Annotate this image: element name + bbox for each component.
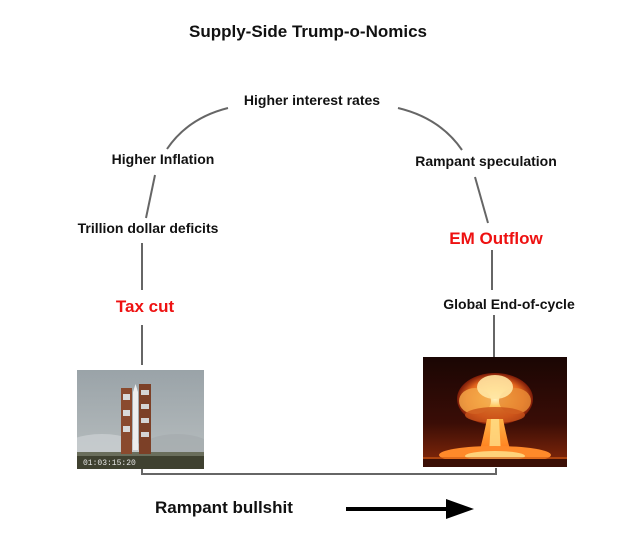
label-rampant-speculation: Rampant speculation: [415, 153, 557, 169]
label-trillion-dollar-deficits: Trillion dollar deficits: [77, 220, 219, 236]
connector-left-upper: [145, 174, 156, 219]
video-timestamp: 01:03:15:20: [83, 459, 136, 468]
footer-label: Rampant bullshit: [155, 498, 293, 517]
rocket-launch-icon: 01:03:15:20: [77, 370, 204, 469]
arch-right: [397, 107, 463, 151]
label-higher-inflation: Higher Inflation: [111, 151, 215, 167]
label-higher-interest-rates: Higher interest rates: [243, 92, 381, 108]
arch-left: [166, 107, 229, 150]
label-tax-cut: Tax cut: [115, 297, 175, 316]
nuclear-explosion-image: [423, 357, 567, 467]
rocket-launch-image: 01:03:15:20: [77, 370, 204, 469]
diagram-title: Supply-Side Trump-o-Nomics: [188, 22, 428, 41]
connector-bottom: [141, 468, 497, 475]
nuclear-explosion-icon: [423, 357, 567, 467]
right-arrow-icon: [346, 499, 474, 519]
connector-right-upper: [474, 176, 489, 224]
label-em-outflow: EM Outflow: [449, 229, 543, 248]
label-global-end-of-cycle: Global End-of-cycle: [443, 296, 575, 312]
